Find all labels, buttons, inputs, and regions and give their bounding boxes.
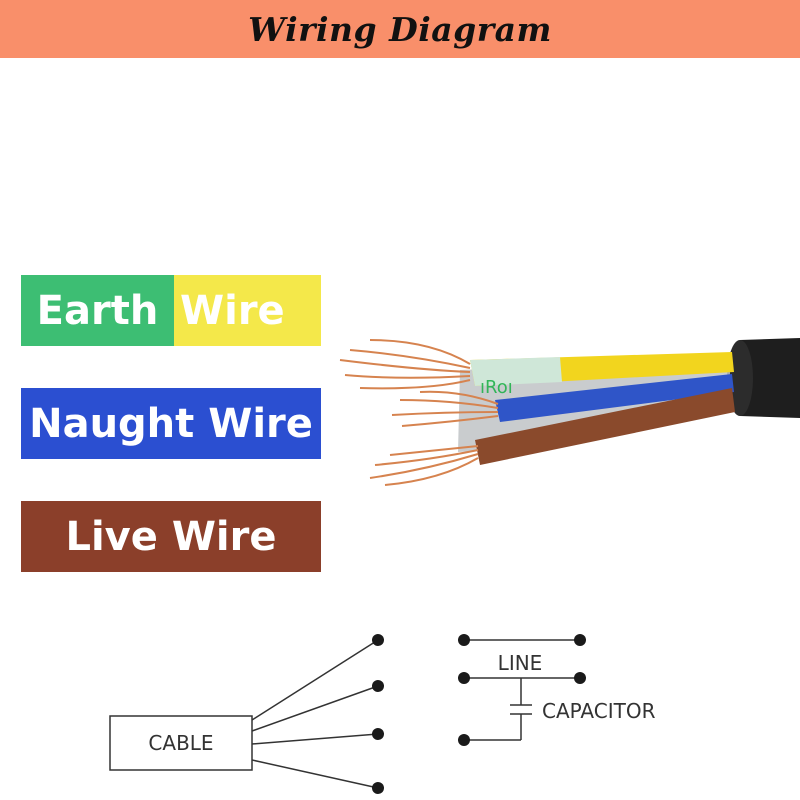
page-title: Wiring Diagram bbox=[248, 9, 552, 49]
naught-wire-label: Naught Wire bbox=[21, 388, 321, 459]
line-terminal bbox=[458, 672, 470, 684]
capacitor-label: CAPACITOR bbox=[542, 699, 656, 723]
line-terminal bbox=[574, 672, 586, 684]
sheath-cut-face bbox=[727, 340, 753, 416]
print-mark: ıRoı bbox=[480, 377, 513, 398]
cable-illustration: ıRoı bbox=[339, 338, 800, 486]
copper-strands-live bbox=[369, 445, 479, 486]
cable-label: CABLE bbox=[148, 731, 213, 755]
earth-wire-stripe bbox=[470, 357, 562, 386]
line-terminal bbox=[574, 634, 586, 646]
cable-terminal bbox=[372, 782, 384, 794]
copper-strands-naught bbox=[391, 390, 499, 427]
cable-box bbox=[109, 715, 253, 771]
naught-wire bbox=[495, 374, 734, 422]
capacitor-symbol bbox=[464, 678, 532, 741]
earth-wire-label: Earth Wire bbox=[21, 275, 321, 346]
earth-wire-label-green: Earth bbox=[21, 275, 174, 346]
cable-terminal bbox=[372, 634, 384, 646]
schematic-diagram: CABLE LINE CAPACITOR bbox=[109, 634, 656, 794]
line-terminal bbox=[458, 634, 470, 646]
capacitor-terminal bbox=[458, 734, 470, 746]
header-bar: Wiring Diagram bbox=[0, 0, 800, 58]
live-wire bbox=[475, 388, 735, 465]
live-wire-label: Live Wire bbox=[21, 501, 321, 572]
earth-wire-label-yellow: Wire bbox=[174, 275, 321, 346]
copper-strands-earth bbox=[339, 339, 471, 390]
cable-terminal bbox=[372, 728, 384, 740]
cable-terminal bbox=[372, 680, 384, 692]
line-label: LINE bbox=[498, 651, 543, 675]
cable-wires bbox=[251, 639, 379, 789]
